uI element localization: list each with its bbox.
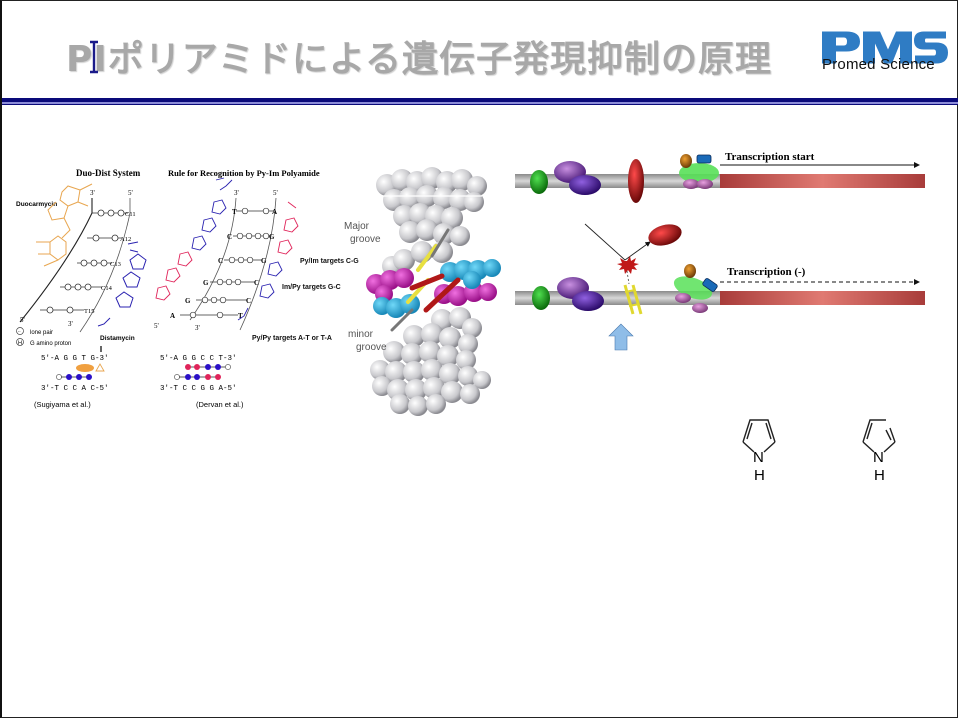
pms-logo (822, 31, 948, 64)
py-im-rule-heading: Rule for Recognition by Py-Im Polyamide (168, 168, 320, 178)
imidazole-h: H (874, 467, 885, 484)
major-groove-word-1: Major (344, 221, 370, 232)
transcription-blocked-label: Transcription (-) (727, 266, 806, 278)
svg-text:C13: C13 (110, 261, 121, 268)
pyrrole-n: N (753, 449, 764, 466)
rule-py-im: Py/Im targets C-G (300, 258, 359, 265)
sequence-top: 5'-A G G T G-3' (41, 355, 109, 363)
distamycin-label: Distamycin (100, 335, 135, 342)
svg-text:3': 3' (234, 189, 239, 197)
svg-text:A: A (272, 208, 277, 216)
imidazole-n: N (873, 449, 884, 466)
text-cursor-icon (90, 40, 98, 74)
imidazole-ring: N H (862, 419, 896, 484)
citation-sugiyama: (Sugiyama et al.) (34, 400, 91, 409)
pyrrole-ring: N H (742, 419, 776, 484)
duocarmycin-label: Duocarmycin (16, 201, 57, 208)
blocked-transcription-row: Transcription (-) (515, 223, 925, 351)
legend-lone-pair: lone pair (30, 330, 53, 336)
binding-site-arrow-icon (608, 323, 634, 351)
title-divider-bottom (2, 104, 958, 105)
svg-text:H: H (18, 341, 22, 347)
rna-polymerase (679, 163, 719, 183)
svg-text:5': 5' (20, 316, 25, 324)
distamycin-structure (97, 241, 147, 327)
svg-text:C: C (254, 279, 259, 287)
rule-im-py: Im/Py targets G-C (282, 284, 341, 291)
dna-space-filling-model (366, 167, 501, 416)
svg-text:5': 5' (128, 189, 133, 197)
title-divider (2, 98, 958, 102)
gene-region (720, 291, 925, 305)
legend-amino-proton: G amino proton (30, 341, 71, 347)
svg-text:G: G (185, 297, 191, 305)
transcription-diagram: Transcription start Transcription (-) (515, 151, 925, 351)
svg-text:T: T (238, 312, 243, 320)
sequence-top: 5'-A G G C C T-3' (160, 355, 237, 363)
svg-text:C: C (218, 257, 223, 265)
svg-text:5': 5' (154, 322, 159, 330)
active-transcription-row: Transcription start (515, 151, 925, 203)
svg-text:3': 3' (90, 189, 95, 197)
pyrrole-h: H (754, 467, 765, 484)
minor-groove-word-2: groove (356, 342, 387, 353)
gene-region (720, 174, 925, 188)
svg-text:C14: C14 (101, 285, 113, 292)
violet-factor (569, 175, 601, 195)
svg-text:3': 3' (68, 320, 73, 328)
duo-dist-diagram: Duo-Dist System 3' 5' Duocarmycin C11 A1… (16, 168, 147, 409)
sequence-bottom: 3'-T C C G G A-5' (160, 385, 237, 393)
polyamide-right-strand (237, 201, 299, 321)
displaced-repressor (648, 224, 682, 246)
svg-text:T: T (232, 208, 237, 216)
svg-text:5': 5' (273, 189, 278, 197)
citation-dervan: (Dervan et al.) (196, 400, 244, 409)
duo-dist-heading: Duo-Dist System (76, 168, 141, 178)
svg-text:G: G (269, 233, 275, 241)
polyamide-ligand (390, 228, 461, 332)
green-factor (530, 170, 548, 194)
slide-title: PIポリアミドによる遺伝子発現抑制の原理 (66, 39, 772, 80)
major-groove-label: Major groove (344, 220, 381, 246)
svg-text:C11: C11 (125, 211, 136, 218)
polyamide-left-strand (155, 177, 233, 301)
svg-text:T15: T15 (84, 308, 94, 315)
dna-backbone-spheres (370, 167, 491, 416)
svg-text:C: C (227, 233, 232, 241)
burst-icon (617, 256, 639, 274)
svg-text:G: G (261, 257, 267, 265)
svg-text:G: G (203, 279, 209, 287)
sequence-bottom: 3'-T C C A C-5' (41, 385, 109, 393)
svg-text:A: A (170, 312, 175, 320)
cyan-residues (373, 259, 501, 318)
red-repressor (628, 159, 644, 203)
pi-polyamide-ligand (623, 284, 643, 315)
title-divider-highlight (2, 102, 958, 104)
transcription-start-label: Transcription start (725, 151, 815, 163)
minor-groove-label: minor groove (348, 328, 387, 354)
svg-text:3': 3' (195, 324, 200, 332)
minor-groove-word-1: minor (348, 329, 374, 340)
svg-text:··: ·· (18, 329, 22, 335)
duocarmycin-structure (36, 183, 93, 267)
svg-text:C: C (246, 297, 251, 305)
rule-py-py: Py/Py targets A-T or T-A (252, 335, 332, 342)
svg-text:A12: A12 (120, 236, 131, 243)
py-im-rule-diagram: Rule for Recognition by Py-Im Polyamide … (154, 168, 320, 409)
logo-name: Promed Science (822, 56, 935, 73)
major-groove-word-2: groove (350, 234, 381, 245)
